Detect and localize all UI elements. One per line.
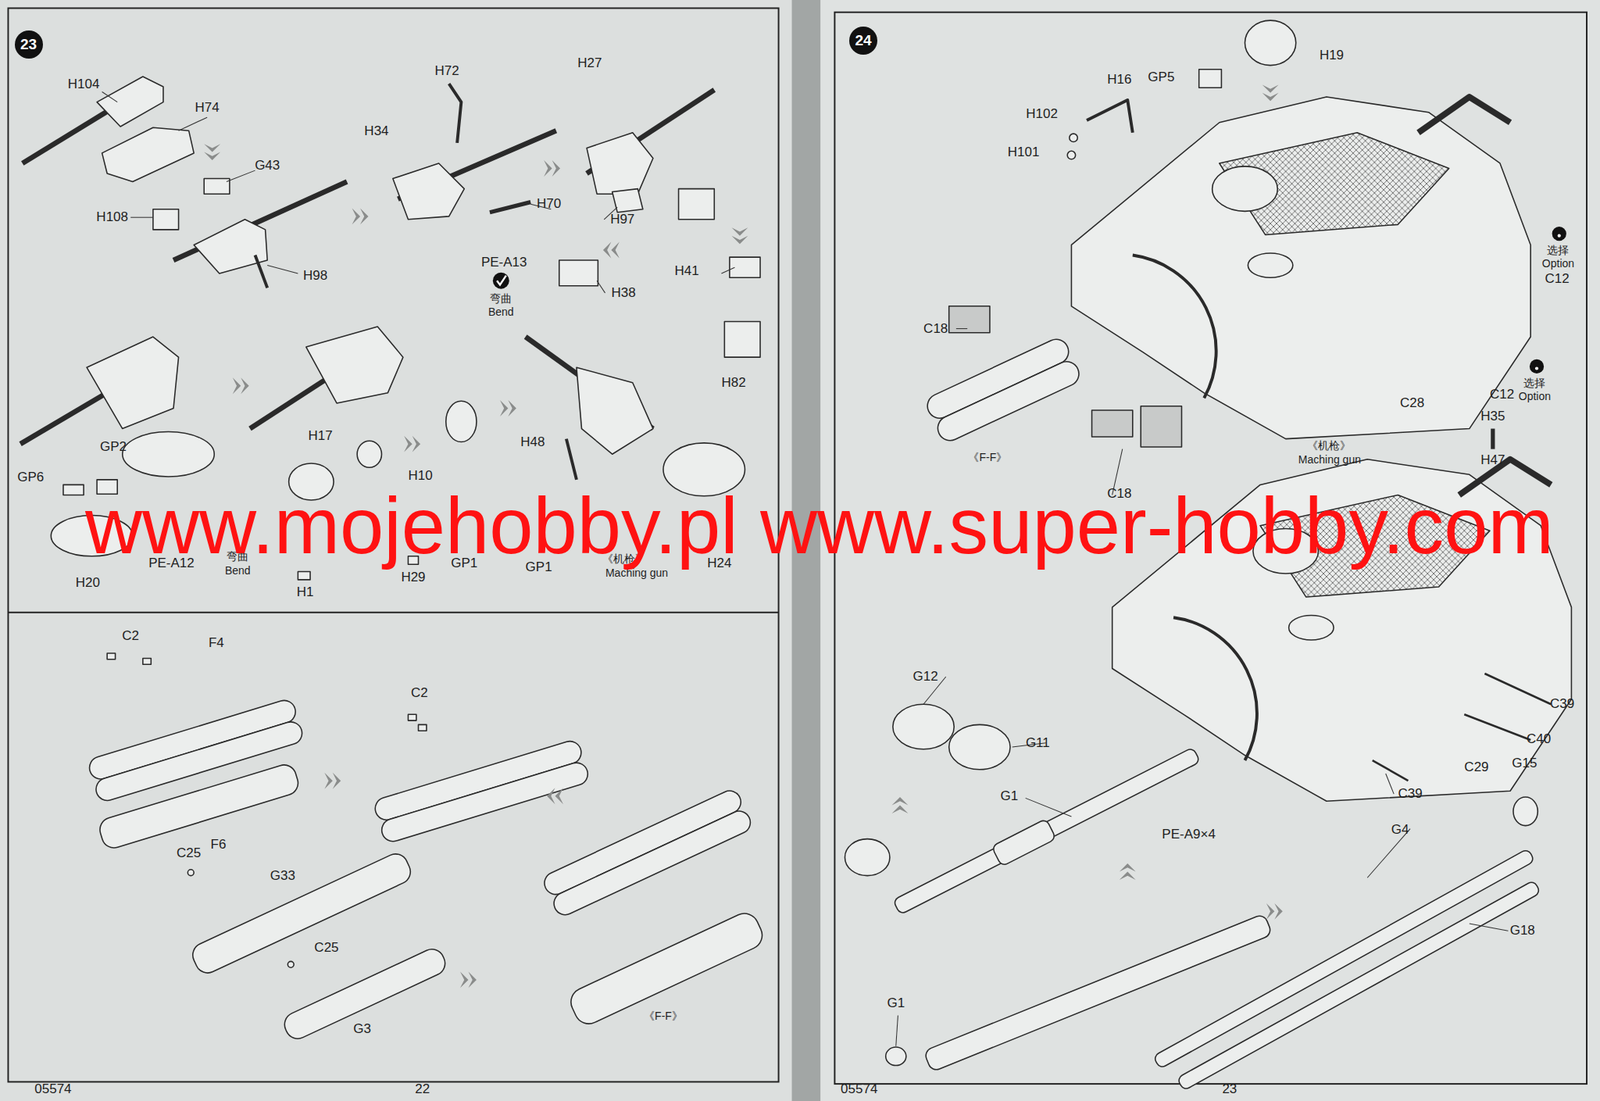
part-label: Bend bbox=[488, 306, 515, 318]
part-label: PE-A9×4 bbox=[1161, 827, 1216, 843]
part-label: 《机枪》 bbox=[1307, 439, 1351, 452]
part-label: C39 bbox=[1397, 786, 1422, 802]
part-label: H47 bbox=[1480, 453, 1505, 468]
part-label: 弯曲 bbox=[489, 292, 512, 305]
part-label: H108 bbox=[96, 210, 129, 225]
part-label: H17 bbox=[308, 428, 333, 443]
part-label: C2 bbox=[410, 685, 429, 701]
part-label: G12 bbox=[913, 669, 939, 685]
part-label: H29 bbox=[400, 570, 425, 586]
part-label: H101 bbox=[1007, 144, 1040, 160]
part-label: C12 bbox=[1489, 387, 1515, 403]
step-number-text: 23 bbox=[20, 35, 37, 54]
part-label: H104 bbox=[67, 77, 100, 93]
part-label: C25 bbox=[176, 846, 201, 861]
part-label: PE-A13 bbox=[481, 254, 528, 270]
part-label: 05574 bbox=[840, 1081, 878, 1097]
part-label: C18 bbox=[923, 321, 948, 336]
part-label: H98 bbox=[303, 267, 328, 283]
part-label: H72 bbox=[434, 64, 459, 79]
part-label: Option bbox=[1518, 390, 1551, 403]
part-label: H34 bbox=[364, 124, 389, 140]
part-label: H19 bbox=[1319, 47, 1344, 63]
part-label: GP5 bbox=[1147, 70, 1175, 86]
step-number-text: 24 bbox=[854, 32, 872, 50]
part-label: GP6 bbox=[17, 470, 44, 486]
part-label: 《F-F》 bbox=[967, 452, 1008, 465]
part-label: F4 bbox=[208, 635, 225, 651]
part-label: C39 bbox=[1550, 696, 1575, 712]
part-label: C2 bbox=[121, 628, 140, 643]
step-number: 24 bbox=[849, 26, 878, 55]
part-label: H16 bbox=[1107, 72, 1132, 88]
part-label: 22 bbox=[414, 1081, 430, 1097]
watermark: www.mojehobby.pl www.super-hobby.com bbox=[85, 482, 1554, 569]
part-label: H97 bbox=[610, 211, 635, 227]
part-label: F6 bbox=[210, 837, 227, 853]
part-label: G11 bbox=[1025, 735, 1050, 751]
part-label: C28 bbox=[1400, 396, 1425, 411]
part-label: G4 bbox=[1391, 822, 1410, 838]
part-label: H82 bbox=[721, 375, 747, 390]
part-label: H48 bbox=[520, 434, 545, 450]
part-label: C29 bbox=[1464, 760, 1489, 775]
step-number: 23 bbox=[14, 30, 43, 59]
part-label: G1 bbox=[1000, 788, 1018, 804]
part-label: G1 bbox=[886, 996, 905, 1011]
part-label: G3 bbox=[353, 1021, 372, 1036]
part-label: 选择 bbox=[1523, 377, 1546, 390]
part-label: 23 bbox=[1221, 1081, 1237, 1097]
part-label: G18 bbox=[1510, 923, 1536, 939]
part-label: C40 bbox=[1526, 731, 1551, 747]
part-label: G33 bbox=[270, 867, 296, 883]
part-label: H41 bbox=[674, 264, 699, 279]
part-label: Option bbox=[1542, 258, 1575, 271]
part-label: G15 bbox=[1511, 756, 1537, 772]
part-label: C12 bbox=[1545, 271, 1570, 286]
part-label: Maching gun bbox=[1298, 453, 1361, 466]
part-label: H74 bbox=[195, 100, 220, 116]
part-label: GP2 bbox=[100, 439, 127, 455]
part-label: C25 bbox=[314, 940, 339, 956]
part-label: 选择 bbox=[1546, 245, 1569, 258]
part-label: H102 bbox=[1025, 107, 1058, 122]
part-label: 《F-F》 bbox=[643, 1010, 683, 1022]
part-label: H20 bbox=[75, 575, 100, 590]
part-label: H70 bbox=[536, 196, 561, 212]
part-label: G43 bbox=[254, 157, 280, 173]
part-label: 05574 bbox=[34, 1081, 72, 1097]
part-label: H27 bbox=[577, 56, 602, 72]
part-label: H10 bbox=[408, 467, 433, 483]
part-label: H35 bbox=[1480, 409, 1505, 425]
part-label: Maching gun bbox=[605, 567, 668, 579]
part-label: H38 bbox=[610, 285, 636, 301]
part-label: H1 bbox=[296, 584, 315, 600]
